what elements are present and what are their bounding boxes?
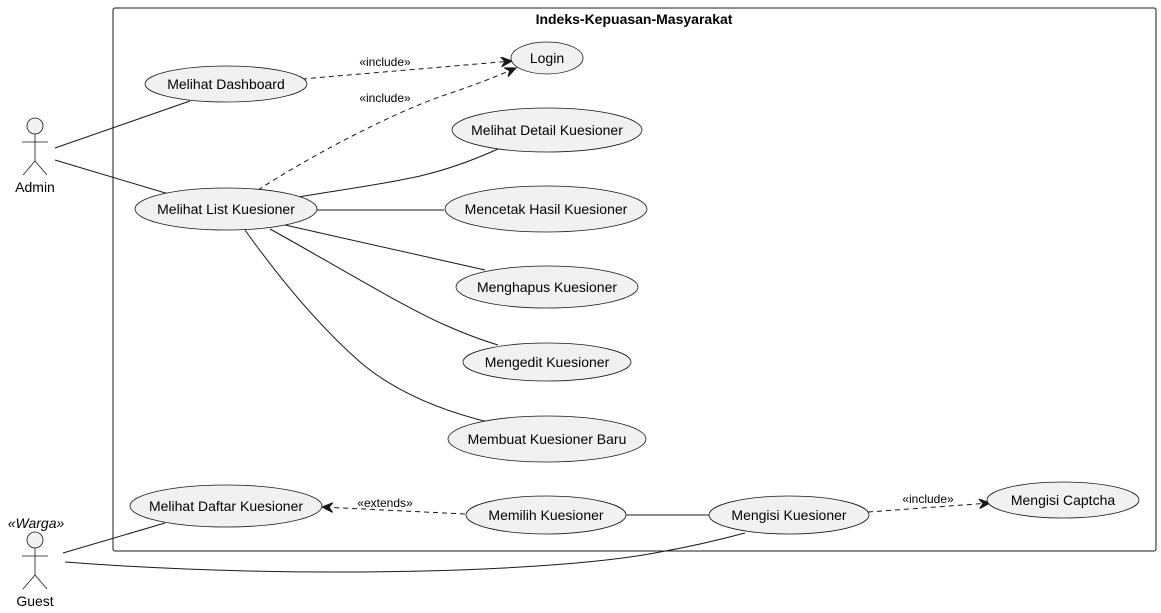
use-case-login-label: Login <box>530 50 564 66</box>
actor-guest-stereotype: «Warga» <box>8 515 65 531</box>
include-label-dashboard: «include» <box>359 55 411 69</box>
include-dashboard-login <box>301 61 512 80</box>
system-boundary: Indeks-Kepuasan-Masyarakat <box>112 7 1157 552</box>
use-case-melihat-detail-label: Melihat Detail Kuesioner <box>471 122 623 138</box>
actor-guest: «Warga» Guest <box>8 515 65 609</box>
assoc-guest-mengisi <box>64 532 746 573</box>
actor-guest-icon <box>22 531 48 590</box>
include-list-login <box>257 68 516 191</box>
include-label-list: «include» <box>359 91 411 105</box>
extends-memilih-daftar <box>322 507 466 515</box>
assoc-list-mengedit <box>269 228 499 346</box>
associations <box>54 100 746 573</box>
dependencies: «include» «include» «extends» «include» <box>257 55 990 515</box>
assoc-list-detail <box>297 148 499 198</box>
use-case-captcha-label: Mengisi Captcha <box>1011 492 1115 508</box>
use-case-mengisi-label: Mengisi Kuesioner <box>731 507 847 523</box>
actor-guest-label: Guest <box>16 593 53 609</box>
actor-admin: Admin <box>15 117 55 195</box>
use-case-mencetak-hasil-label: Mencetak Hasil Kuesioner <box>465 201 628 217</box>
use-case-login: Login <box>510 41 584 75</box>
assoc-list-membuat <box>244 229 493 424</box>
use-case-memilih-label: Memilih Kuesioner <box>488 507 603 523</box>
use-case-melihat-detail: Melihat Detail Kuesioner <box>451 107 643 153</box>
assoc-list-menghapus <box>284 224 486 271</box>
use-case-membuat-baru: Membuat Kuesioner Baru <box>447 415 647 463</box>
use-case-melihat-dashboard: Melihat Dashboard <box>144 65 308 103</box>
use-case-menghapus: Menghapus Kuesioner <box>455 265 639 309</box>
use-case-menghapus-label: Menghapus Kuesioner <box>477 279 617 295</box>
actor-admin-label: Admin <box>15 179 55 195</box>
use-case-melihat-list-label: Melihat List Kuesioner <box>157 201 295 217</box>
use-case-mengisi: Mengisi Kuesioner <box>708 495 870 535</box>
extends-label: «extends» <box>357 496 413 510</box>
use-case-membuat-baru-label: Membuat Kuesioner Baru <box>468 431 627 447</box>
use-case-melihat-daftar-label: Melihat Daftar Kuesioner <box>149 498 303 514</box>
use-case-melihat-list: Melihat List Kuesioner <box>134 187 318 231</box>
assoc-admin-list <box>54 159 173 196</box>
actor-admin-icon <box>22 117 48 176</box>
use-case-mencetak-hasil: Mencetak Hasil Kuesioner <box>444 185 648 233</box>
system-title: Indeks-Kepuasan-Masyarakat <box>536 11 733 27</box>
include-mengisi-captcha <box>867 503 990 513</box>
use-case-memilih: Memilih Kuesioner <box>465 495 627 535</box>
use-case-mengedit-label: Mengedit Kuesioner <box>485 354 610 370</box>
use-case-captcha: Mengisi Captcha <box>986 481 1140 519</box>
include-label-captcha: «include» <box>902 492 954 506</box>
assoc-admin-dashboard <box>54 100 191 149</box>
use-case-melihat-daftar: Melihat Daftar Kuesioner <box>129 484 323 528</box>
assoc-guest-daftar <box>62 522 166 554</box>
use-case-melihat-dashboard-label: Melihat Dashboard <box>167 76 285 92</box>
use-case-mengedit: Mengedit Kuesioner <box>462 342 632 382</box>
